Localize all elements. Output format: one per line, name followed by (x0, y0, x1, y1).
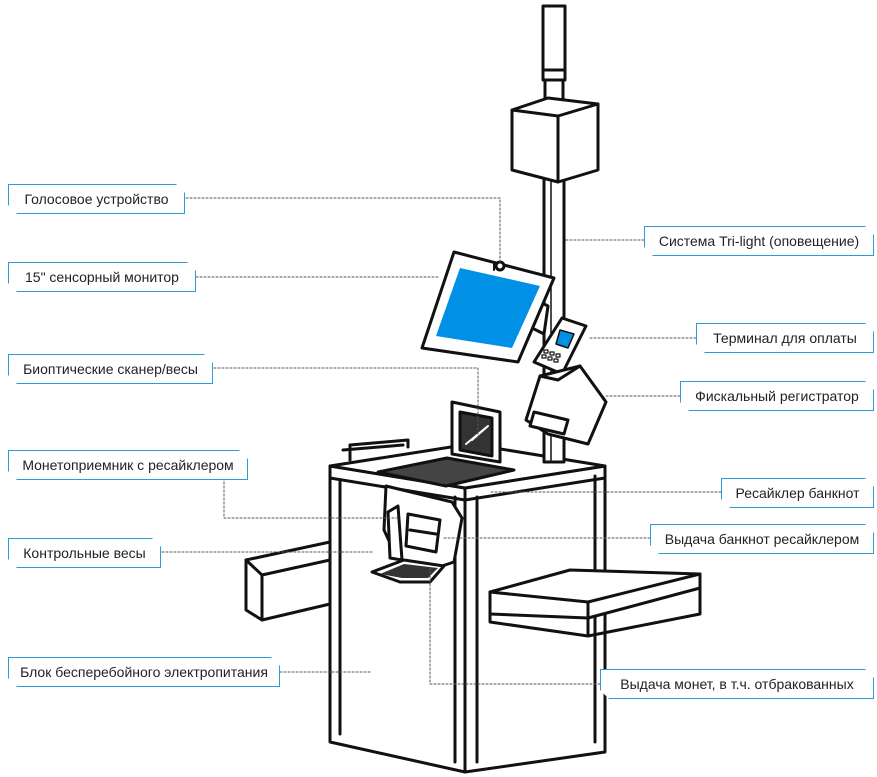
right-shelf (488, 568, 702, 638)
label-ups: Блок бесперебойного электропитания (8, 657, 280, 687)
fiscal-registrar (524, 364, 608, 446)
label-fiscal-registrar: Фискальный регистратор (680, 381, 874, 411)
label-control-scales: Контрольные весы (8, 538, 161, 568)
label-bioptic-scanner: Биоптические сканер/весы (8, 354, 213, 384)
label-touch-monitor: 15" сенсорный монитор (8, 262, 196, 292)
label-banknote-recycler: Ресайклер банкнот (721, 478, 874, 508)
label-coin-acceptor: Монетоприемник с ресайклером (8, 450, 248, 480)
left-shelf (244, 540, 332, 622)
leader-lines (161, 197, 722, 685)
label-payment-terminal: Терминал для оплаты (696, 323, 874, 353)
label-tri-light: Система Tri-light (оповещение) (644, 226, 874, 256)
bioptic-window (450, 400, 502, 464)
label-banknote-dispense: Выдача банкнот ресайклером (650, 524, 874, 554)
scanner-top-plate (376, 456, 516, 488)
label-coin-dispense: Выдача монет, в т.ч. отбракованных (600, 669, 874, 699)
rear-rail (341, 438, 410, 462)
tri-light-box (510, 96, 600, 184)
coin-acceptor-unit (370, 484, 464, 584)
touch-monitor (420, 250, 556, 364)
label-voice-device: Голосовое устройство (8, 184, 185, 214)
